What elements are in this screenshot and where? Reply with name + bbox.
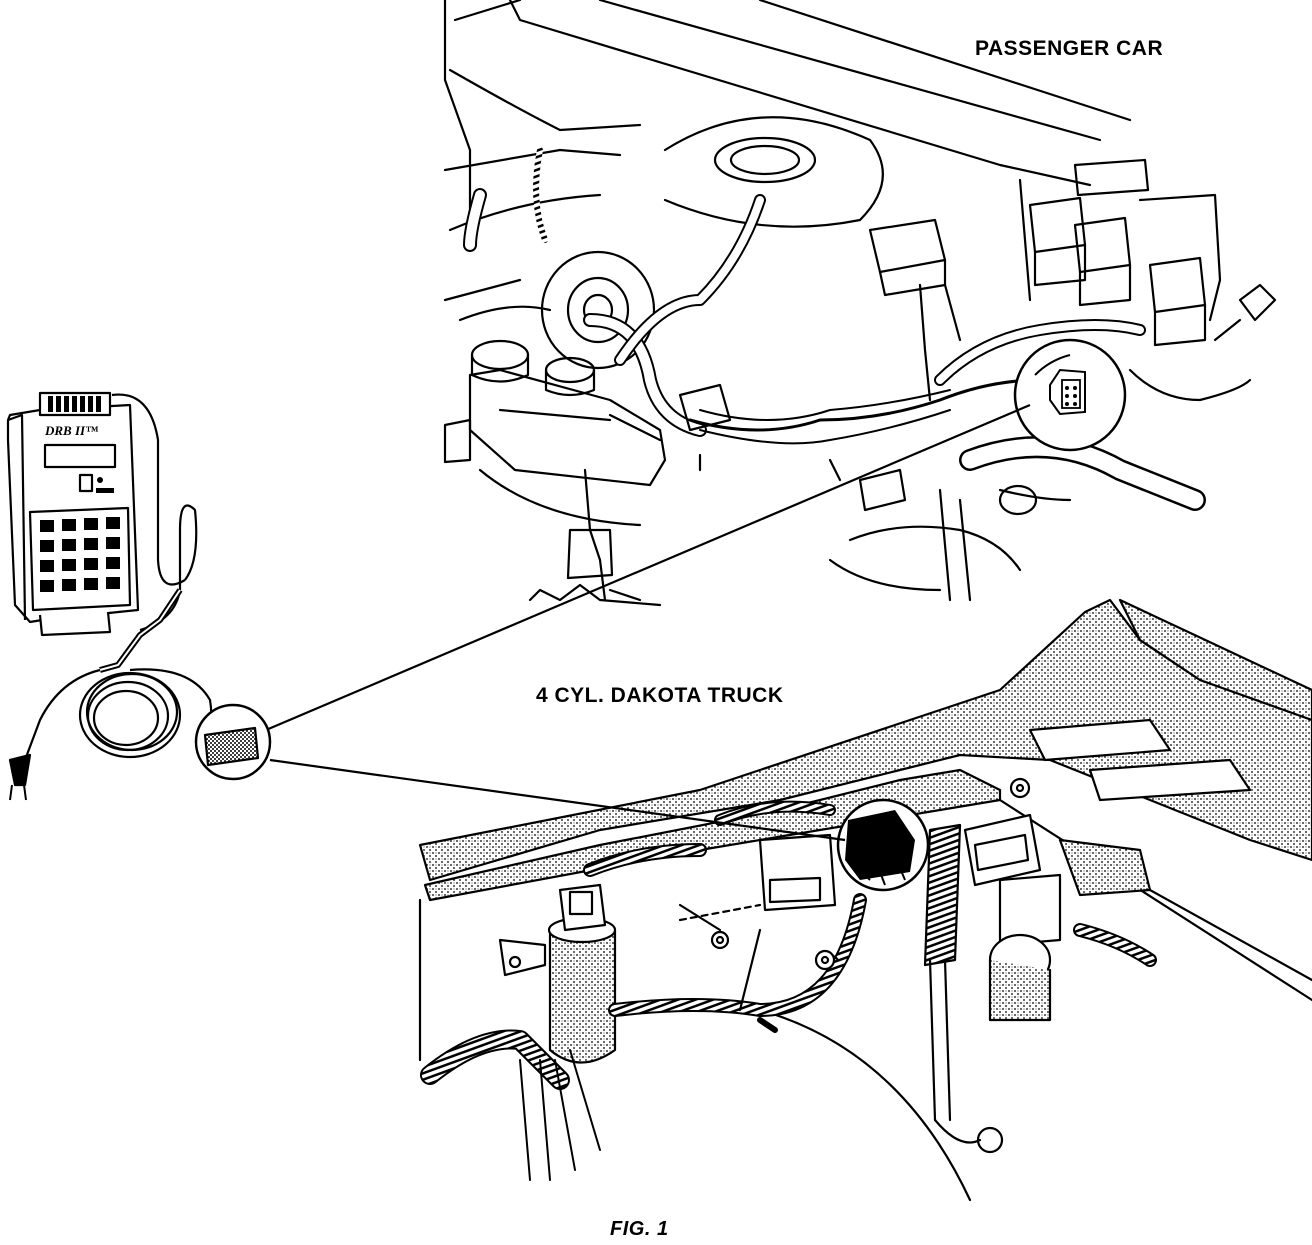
passenger-car-engine-bay: [443, 0, 1277, 607]
passenger-car-label: PASSENGER CAR: [975, 37, 1164, 60]
leader-lines: [265, 403, 1031, 842]
dakota-truck-label: 4 CYL. DAKOTA TRUCK: [536, 684, 784, 707]
dakota-truck-engine-bay: [418, 598, 1312, 1202]
scan-tool-brand-label: DRB II™: [45, 423, 99, 438]
figure-caption: FIG. 1: [610, 1218, 669, 1240]
scan-tool: [6, 391, 272, 801]
leader-line-car: [265, 403, 1031, 732]
truck-connector-callout: [836, 798, 930, 892]
passenger-car-connector-callout: [1013, 338, 1127, 452]
leader-line-truck: [269, 758, 846, 842]
